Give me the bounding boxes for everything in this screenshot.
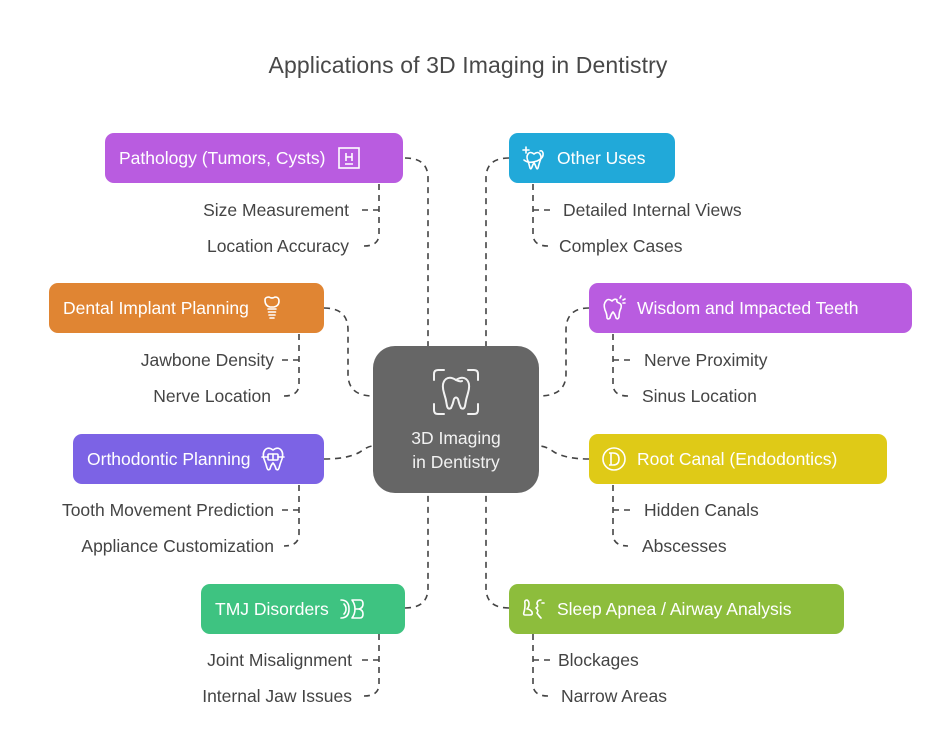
sub-connector-orthodontic	[282, 485, 300, 547]
connector-tmj	[404, 493, 429, 609]
sleeping-airway-icon	[521, 596, 547, 622]
sparkle-tooth-icon	[521, 145, 547, 171]
branch-tmj[interactable]: TMJ Disorders	[201, 584, 405, 634]
sub-connector-implant	[282, 334, 300, 397]
branch-label: Wisdom and Impacted Teeth	[637, 297, 859, 318]
aching-tooth-icon	[601, 295, 627, 321]
branch-orthodontic[interactable]: Orthodontic Planning	[73, 434, 324, 484]
sub-item: Narrow Areas	[561, 686, 668, 706]
sub-connector-pathology	[362, 184, 380, 247]
sub-item: Internal Jaw Issues	[202, 686, 352, 706]
branch-label: Root Canal (Endodontics)	[637, 448, 838, 469]
sub-connector-wisdom	[612, 334, 630, 397]
sub-connector-tmj	[362, 634, 380, 697]
diagram-title: Applications of 3D Imaging in Dentistry	[268, 52, 668, 78]
connector-pathology	[404, 157, 429, 346]
sub-item: Detailed Internal Views	[563, 200, 742, 220]
connector-orthodontic	[323, 445, 374, 460]
branch-implant[interactable]: Dental Implant Planning	[49, 283, 324, 333]
braces-tooth-icon	[260, 446, 286, 472]
connector-implant	[323, 307, 374, 397]
sub-item: Hidden Canals	[644, 500, 759, 520]
branch-other[interactable]: Other Uses	[509, 133, 675, 183]
connector-rootcanal	[538, 445, 590, 460]
sub-item: Jawbone Density	[140, 350, 274, 370]
sub-connector-rootcanal	[612, 485, 630, 547]
sub-item: Complex Cases	[559, 236, 683, 256]
center-title-line1: 3D Imaging	[411, 428, 501, 448]
center-title-line2: in Dentistry	[412, 452, 500, 472]
connector-sleep	[485, 493, 510, 609]
sub-item: Tooth Movement Prediction	[61, 500, 274, 520]
dental-implant-icon	[259, 295, 285, 321]
connector-wisdom	[538, 307, 590, 397]
circled-d-icon	[601, 446, 627, 472]
jaw-joint-icon	[339, 596, 365, 622]
sub-item: Blockages	[558, 650, 639, 670]
sub-item: Nerve Proximity	[644, 350, 768, 370]
histology-slide-icon	[336, 145, 362, 171]
sub-item: Joint Misalignment	[207, 650, 352, 670]
branch-label: Other Uses	[557, 147, 646, 168]
branch-label: Dental Implant Planning	[63, 297, 249, 318]
branch-sleep[interactable]: Sleep Apnea / Airway Analysis	[509, 584, 844, 634]
branch-label: Sleep Apnea / Airway Analysis	[557, 598, 792, 619]
branch-label: TMJ Disorders	[215, 598, 329, 619]
branch-wisdom[interactable]: Wisdom and Impacted Teeth	[589, 283, 912, 333]
sub-item: Nerve Location	[153, 386, 271, 406]
sub-item: Sinus Location	[642, 386, 757, 406]
sub-item: Appliance Customization	[81, 536, 274, 556]
sub-connector-other	[532, 184, 550, 247]
sub-connector-sleep	[532, 634, 550, 697]
sub-item: Location Accuracy	[206, 236, 349, 256]
center-node[interactable]: 3D Imaging in Dentistry	[373, 346, 539, 493]
connector-other	[485, 157, 510, 346]
sub-item: Size Measurement	[203, 200, 349, 220]
branch-label: Pathology (Tumors, Cysts)	[119, 147, 326, 168]
branch-pathology[interactable]: Pathology (Tumors, Cysts)	[105, 133, 403, 183]
branch-rootcanal[interactable]: Root Canal (Endodontics)	[589, 434, 887, 484]
branch-label: Orthodontic Planning	[87, 448, 251, 469]
sub-item: Abscesses	[642, 536, 727, 556]
tooth-scan-icon	[433, 369, 479, 415]
